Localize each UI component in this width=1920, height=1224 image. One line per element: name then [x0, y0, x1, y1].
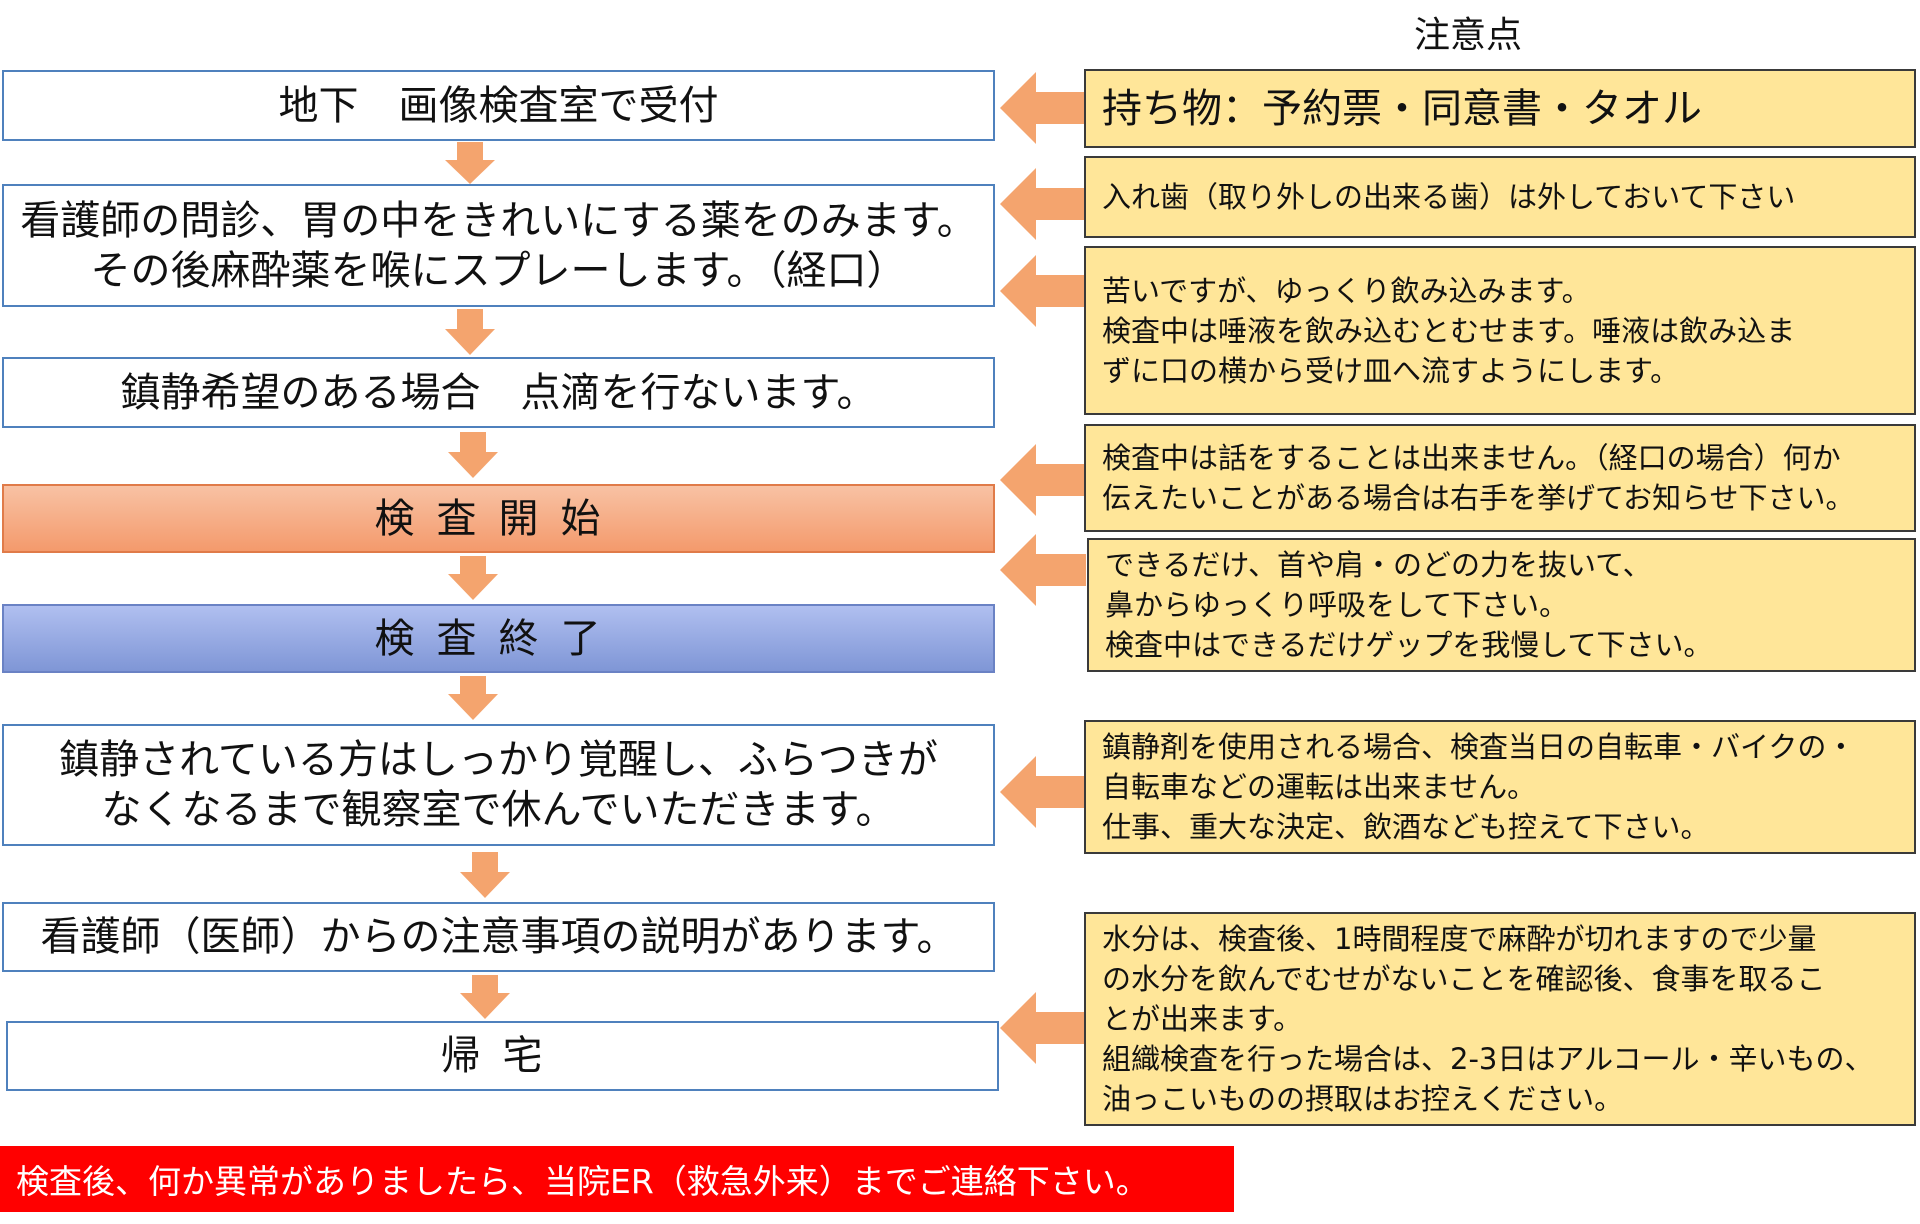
- down-arrow-icon: [448, 676, 498, 720]
- step-line: 看護師（医師）からの注意事項の説明があります。: [40, 914, 957, 960]
- down-arrow-icon: [460, 852, 510, 898]
- note-belongings: 持ち物：予約票・同意書・タオル: [1084, 69, 1916, 148]
- left-arrow-icon: [1000, 992, 1084, 1064]
- step-recovery: 鎮静されている方はしっかり覚醒し、ふらつきが なくなるまで観察室で休んでいただき…: [2, 724, 995, 846]
- step-line: 帰宅: [440, 1033, 565, 1079]
- note-line: 油っこいものの摂取はお控えください。: [1102, 1082, 1624, 1116]
- left-arrow-icon: [1000, 444, 1084, 516]
- step-explanation: 看護師（医師）からの注意事項の説明があります。: [2, 902, 995, 972]
- note-line: 組織検査を行った場合は、2-3日はアルコール・辛いもの、: [1102, 1042, 1874, 1076]
- note-no-driving: 鎮静剤を使用される場合、検査当日の自転車・バイクの・ 自転車などの運転は出来ませ…: [1084, 720, 1916, 854]
- note-after-exam-diet: 水分は、検査後、1時間程度で麻酔が切れますので少量 の水分を飲んでむせがないこと…: [1084, 912, 1916, 1126]
- note-no-talking: 検査中は話をすることは出来ません。（経口の場合）何か 伝えたいことがある場合は右…: [1084, 424, 1916, 532]
- note-swallowing: 苦いですが、ゆっくり飲み込みます。 検査中は唾液を飲み込むとむせます。唾液は飲み…: [1084, 246, 1916, 415]
- step-line: その後麻酔薬を喉にスプレーします。（経口）: [90, 247, 907, 294]
- note-relax-breathing: できるだけ、首や肩・のどの力を抜いて、 鼻からゆっくり呼吸をして下さい。 検査中…: [1087, 538, 1916, 672]
- note-line: の水分を飲んでむせがないことを確認後、食事を取るこ: [1102, 962, 1826, 996]
- note-line: 入れ歯（取り外しの出来る歯）は外しておいて下さい: [1102, 180, 1796, 214]
- note-line: できるだけ、首や肩・のどの力を抜いて、: [1105, 548, 1652, 582]
- notes-title: 注意点: [1414, 15, 1523, 56]
- step-reception: 地下 画像検査室で受付: [2, 70, 995, 141]
- step-line: 検査終了: [374, 615, 623, 662]
- step-consultation: 看護師の問診、胃の中をきれいにする薬をのみます。 その後麻酔薬を喉にスプレーしま…: [2, 184, 995, 307]
- left-arrow-icon: [1000, 756, 1084, 828]
- step-line: 鎮静希望のある場合 点滴を行ないます。: [120, 369, 877, 416]
- note-line: 検査中は唾液を飲み込むとむせます。唾液は飲み込ま: [1102, 313, 1796, 348]
- note-line: 伝えたいことがある場合は右手を挙げてお知らせ下さい。: [1102, 481, 1855, 515]
- note-line: 仕事、重大な決定、飲酒なども控えて下さい。: [1102, 810, 1710, 844]
- note-line: 鼻からゆっくり呼吸をして下さい。: [1105, 588, 1569, 622]
- note-line: 検査中はできるだけゲップを我慢して下さい。: [1105, 628, 1713, 662]
- note-line: 苦いですが、ゆっくり飲み込みます。: [1102, 273, 1591, 308]
- note-line: 持ち物：予約票・同意書・タオル: [1102, 85, 1702, 132]
- left-arrow-icon: [1000, 255, 1084, 327]
- step-exam-start: 検査開始: [2, 484, 995, 553]
- warning-text: 検査後、何か異常がありましたら、当院ER（救急外来）までご連絡下さい。: [16, 1162, 1149, 1201]
- down-arrow-icon: [445, 142, 495, 184]
- note-line: 水分は、検査後、1時間程度で麻酔が切れますので少量: [1102, 922, 1817, 956]
- note-line: とが出来ます。: [1102, 1002, 1303, 1036]
- left-arrow-icon: [1000, 534, 1086, 606]
- step-line: 地下 画像検査室で受付: [278, 82, 719, 129]
- warning-banner: 検査後、何か異常がありましたら、当院ER（救急外来）までご連絡下さい。: [0, 1146, 1234, 1212]
- down-arrow-icon: [448, 556, 498, 600]
- step-line: なくなるまで観察室で休んでいただきます。: [101, 787, 896, 833]
- left-arrow-icon: [1000, 72, 1084, 144]
- step-line: 検査開始: [374, 495, 623, 542]
- left-arrow-icon: [1000, 168, 1084, 240]
- step-sedation-drip: 鎮静希望のある場合 点滴を行ないます。: [2, 357, 995, 428]
- step-go-home: 帰宅: [6, 1021, 999, 1091]
- note-dentures: 入れ歯（取り外しの出来る歯）は外しておいて下さい: [1084, 156, 1916, 238]
- note-line: ずに口の横から受け皿へ流すようにします。: [1102, 353, 1680, 388]
- down-arrow-icon: [445, 309, 495, 355]
- down-arrow-icon: [460, 975, 510, 1019]
- step-line: 鎮静されている方はしっかり覚醒し、ふらつきが: [59, 737, 938, 783]
- step-line: 看護師の問診、胃の中をきれいにする薬をのみます。: [20, 197, 977, 244]
- note-line: 検査中は話をすることは出来ません。（経口の場合）何か: [1102, 441, 1841, 475]
- note-line: 鎮静剤を使用される場合、検査当日の自転車・バイクの・: [1102, 730, 1856, 764]
- note-line: 自転車などの運転は出来ません。: [1102, 770, 1537, 804]
- step-exam-end: 検査終了: [2, 604, 995, 673]
- down-arrow-icon: [448, 432, 498, 478]
